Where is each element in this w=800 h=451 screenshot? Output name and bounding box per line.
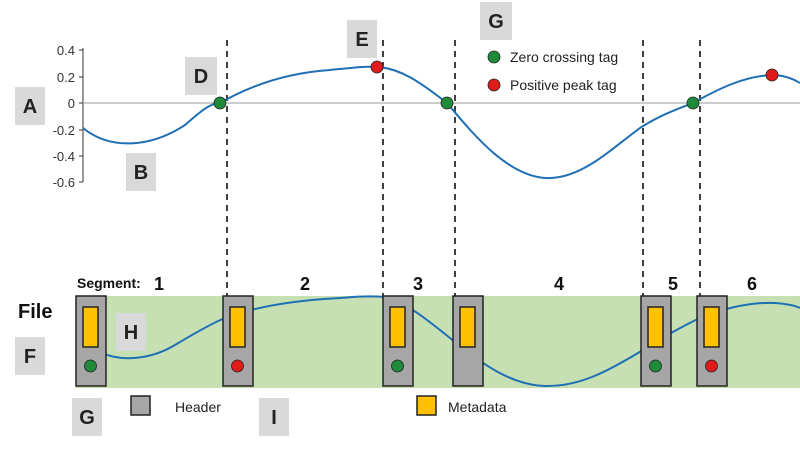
segment-number: 2: [300, 274, 310, 294]
segment-title: Segment:: [77, 275, 141, 291]
y-tick-label: -0.2: [53, 123, 75, 138]
y-tick-label: 0.2: [57, 70, 75, 85]
legend-header-label: Header: [175, 399, 221, 415]
file-block: [640, 295, 672, 387]
panel-label-h: H: [116, 313, 146, 351]
y-tick-label: -0.6: [53, 175, 75, 190]
segment-number: 1: [154, 274, 164, 294]
metadata-block: [703, 306, 720, 348]
file-title: File: [18, 301, 52, 323]
svg-text:A: A: [23, 96, 37, 118]
zero-crossing-tag-icon: [649, 359, 662, 373]
svg-text:H: H: [124, 322, 138, 344]
positive-peak-tag-icon: [765, 68, 779, 82]
metadata-block: [459, 306, 476, 348]
zero-crossing-tag-icon: [686, 96, 700, 110]
svg-text:D: D: [194, 66, 208, 88]
segment-number: 4: [554, 274, 564, 294]
svg-text:E: E: [355, 29, 368, 51]
file-block: [382, 295, 414, 387]
metadata-block: [229, 306, 246, 348]
file-block: [75, 295, 107, 387]
file-block: [222, 295, 254, 387]
zero-crossing-tag-icon: [391, 359, 404, 373]
legend-zero-crossing-icon: [487, 50, 501, 64]
legend-metadata-icon: [416, 395, 437, 416]
positive-peak-tag-icon: [370, 60, 384, 74]
segment-number: 6: [747, 274, 757, 294]
y-tick-label: 0: [68, 96, 75, 111]
segment-number: 3: [413, 274, 423, 294]
svg-text:G: G: [79, 407, 95, 429]
segment-number: 5: [668, 274, 678, 294]
panel-label-b: B: [126, 153, 156, 191]
y-tick-label: -0.4: [53, 149, 75, 164]
y-tick-label: 0.4: [57, 43, 75, 58]
panel-label-f: F: [15, 337, 45, 375]
panel-label-d: D: [185, 57, 217, 95]
positive-peak-tag-icon: [231, 359, 244, 373]
legend-zero-crossing-label: Zero crossing tag: [510, 49, 618, 65]
panel-label-i: I: [259, 398, 289, 436]
panel-label-e: E: [347, 20, 377, 58]
positive-peak-tag-icon: [705, 359, 718, 373]
file-band: [76, 296, 800, 388]
svg-text:B: B: [134, 162, 148, 184]
zero-crossing-tag-icon: [440, 96, 454, 110]
legend-header-icon: [130, 395, 151, 416]
legend-positive-peak-icon: [487, 78, 501, 92]
metadata-block: [82, 306, 99, 348]
metadata-block: [647, 306, 664, 348]
legend-positive-peak-label: Positive peak tag: [510, 77, 617, 93]
file-block: [452, 295, 484, 387]
svg-text:G: G: [488, 11, 504, 33]
panel-label-g-bottom: G: [72, 398, 102, 436]
zero-crossing-tag-icon: [213, 96, 227, 110]
metadata-block: [389, 306, 406, 348]
legend-metadata-label: Metadata: [448, 399, 507, 415]
zero-crossing-tag-icon: [84, 359, 97, 373]
panel-label-a: A: [15, 87, 45, 125]
svg-text:F: F: [24, 346, 36, 368]
file-block: [696, 295, 728, 387]
panel-label-g-top: G: [480, 2, 512, 40]
svg-text:I: I: [271, 407, 277, 429]
